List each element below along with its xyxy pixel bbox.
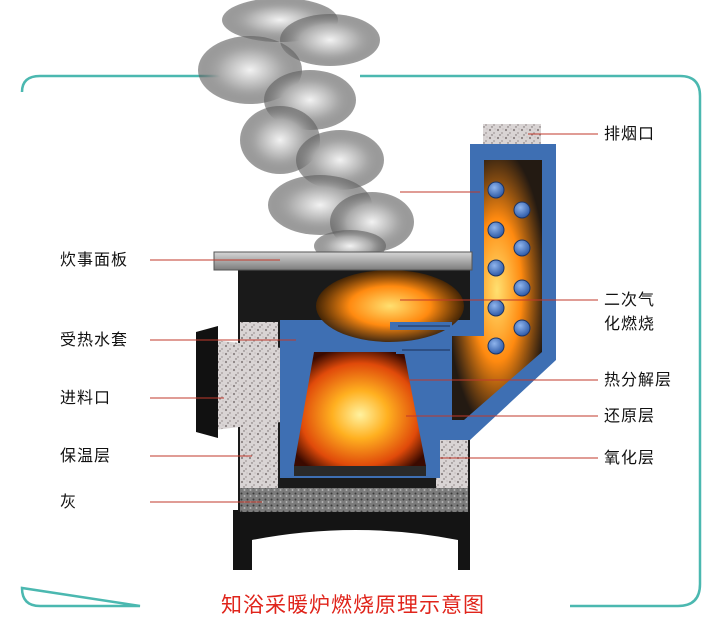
label-oxidation: 氧化层 [604,448,656,467]
outer-frame [20,74,702,608]
label-water-jacket: 受热水套 [60,330,129,349]
secondary-chamber [452,160,542,420]
heat-exchange-balls [487,181,531,355]
combustion-chamber [294,352,426,466]
label-reduction: 还原层 [604,406,656,425]
label-cooktop: 炊事面板 [60,250,129,269]
stove-base [233,510,470,570]
label-pyrolysis: 热分解层 [604,370,673,389]
leader-lines [150,133,598,503]
upper-flame [316,270,464,342]
grate [294,466,426,476]
feed-port-chute [214,340,298,430]
smoke-plume [198,0,414,262]
label-flue-outlet: 排烟口 [604,124,656,143]
ash-bed [240,488,468,512]
cooktop-plate [213,251,473,271]
label-insulation: 保温层 [60,446,112,465]
label-secondary-combustion-line2: 化燃烧 [604,314,656,333]
label-ash: 灰 [60,492,78,511]
label-feed-port: 进料口 [60,388,112,407]
feed-port-door [196,326,218,438]
label-secondary-combustion-line1: 二次气 [604,290,656,309]
diagram-caption: 知浴采暖炉燃烧原理示意图 [152,592,554,618]
